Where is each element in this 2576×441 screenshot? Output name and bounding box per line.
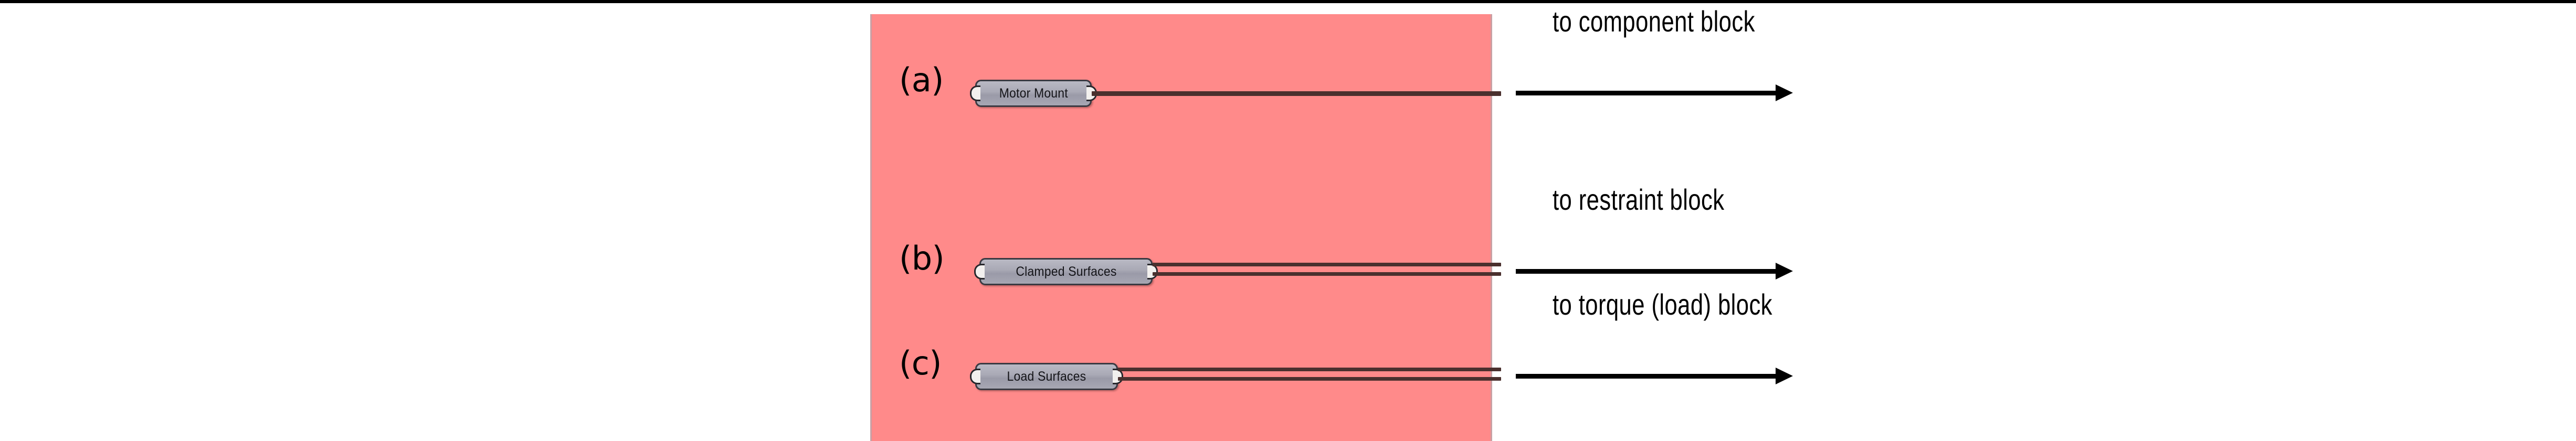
node-input-port-icon[interactable] bbox=[970, 85, 980, 101]
caption-to-component-block: to component block bbox=[1553, 5, 1755, 38]
wire-load-surfaces-upper bbox=[1118, 368, 1501, 371]
arrow-head-torque-block bbox=[1776, 368, 1793, 384]
node-input-port-icon[interactable] bbox=[974, 264, 985, 279]
row-label-b: (b) bbox=[899, 239, 945, 277]
row-label-c: (c) bbox=[899, 344, 942, 382]
arrow-shaft-component-block bbox=[1516, 91, 1776, 95]
arrow-head-restraint-block bbox=[1776, 263, 1793, 279]
wire-clamped-surfaces-lower bbox=[1153, 272, 1501, 276]
node-clamped-surfaces-label: Clamped Surfaces bbox=[1015, 264, 1117, 279]
arrow-shaft-restraint-block bbox=[1516, 269, 1776, 274]
arrow-head-component-block bbox=[1776, 84, 1793, 101]
node-clamped-surfaces[interactable]: Clamped Surfaces bbox=[974, 258, 1158, 285]
node-motor-mount[interactable]: Motor Mount bbox=[970, 80, 1097, 107]
row-label-a: (a) bbox=[899, 61, 944, 99]
wire-load-surfaces-lower bbox=[1118, 377, 1501, 381]
node-load-surfaces-label: Load Surfaces bbox=[1007, 369, 1086, 384]
wire-motor-mount bbox=[1092, 91, 1501, 96]
node-input-port-icon[interactable] bbox=[970, 369, 980, 384]
top-divider-rule bbox=[0, 0, 2576, 3]
node-load-surfaces[interactable]: Load Surfaces bbox=[970, 363, 1123, 390]
caption-to-torque-load-block: to torque (load) block bbox=[1553, 288, 1772, 321]
wire-clamped-surfaces-upper bbox=[1153, 263, 1501, 266]
node-motor-mount-label: Motor Mount bbox=[999, 85, 1068, 101]
caption-to-restraint-block: to restraint block bbox=[1553, 183, 1725, 216]
arrow-shaft-torque-block bbox=[1516, 374, 1776, 379]
